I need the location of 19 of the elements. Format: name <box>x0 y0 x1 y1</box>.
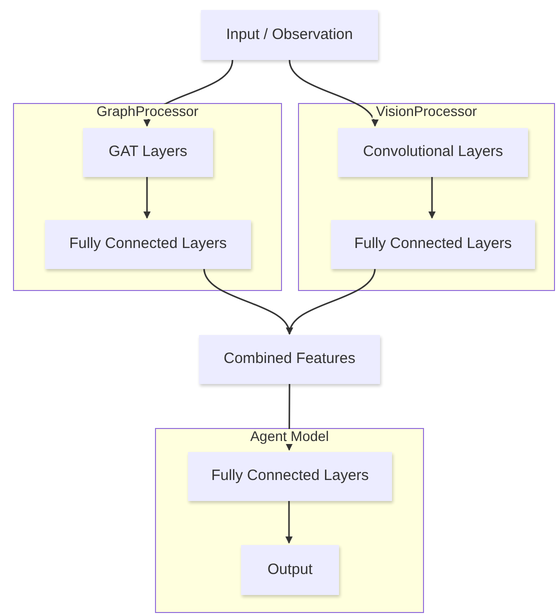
arrow <box>428 176 436 219</box>
arrow <box>144 60 234 127</box>
process-box: Fully Connected Layers <box>188 452 392 501</box>
process-box: Combined Features <box>199 335 380 384</box>
group-container <box>155 428 424 613</box>
group-container <box>298 103 555 291</box>
arrow <box>143 176 151 219</box>
group-container <box>13 103 282 291</box>
arrow <box>287 268 376 335</box>
arrow <box>203 268 292 335</box>
arrow <box>288 60 378 127</box>
process-box: GAT Layers <box>83 128 213 177</box>
process-box: Input / Observation <box>201 10 378 60</box>
process-box: Convolutional Layers <box>338 128 528 177</box>
process-box: Output <box>241 545 339 595</box>
process-box: Fully Connected Layers <box>331 220 535 269</box>
arrow <box>285 500 293 544</box>
arrow <box>285 384 293 451</box>
process-box: Fully Connected Layers <box>45 220 251 269</box>
